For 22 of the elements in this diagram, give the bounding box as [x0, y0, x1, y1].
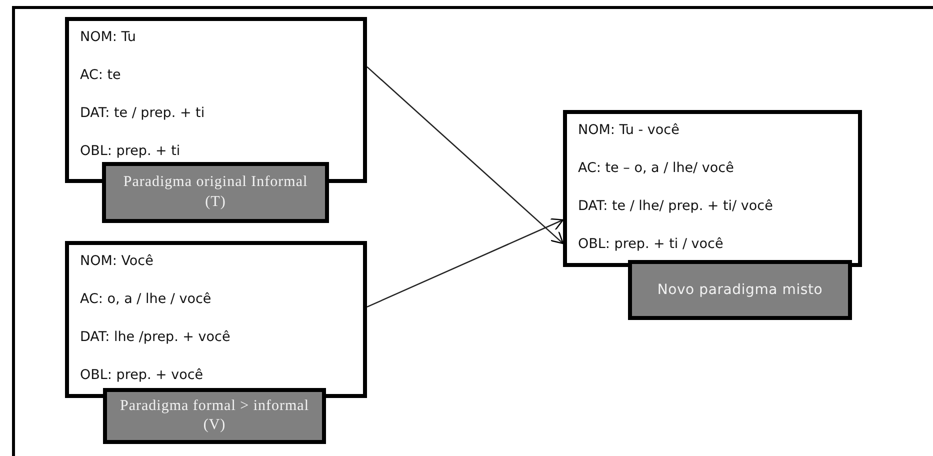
case-form-text: AC: o, a / lhe / você [80, 290, 212, 309]
case-form-text: OBL: prep. + ti [80, 142, 182, 161]
case-form-text: NOM: Tu - você [578, 121, 680, 140]
case-form-text: AC: te – o, a / lhe/ você [578, 159, 735, 178]
paradigm-label-box [628, 260, 852, 320]
paradigm-label: Novo paradigma misto [657, 280, 823, 300]
case-form-text: OBL: prep. + ti / você [578, 235, 724, 254]
arrow [366, 218, 564, 308]
paradigm-label: Paradigma formal > informal (V) [119, 396, 310, 435]
case-form-text: DAT: lhe /prep. + você [80, 328, 232, 347]
case-form-text: DAT: te / lhe/ prep. + ti/ você [578, 197, 774, 216]
pronoun-paradigm-box [65, 241, 367, 398]
case-form-text: NOM: Você [80, 252, 154, 271]
paradigm-label-box [103, 388, 326, 444]
case-form-text: NOM: Tu [80, 28, 137, 47]
paradigm-label-box [102, 162, 329, 223]
arrow [366, 66, 564, 244]
case-form-text: OBL: prep. + você [80, 366, 204, 385]
case-form-text: AC: te [80, 66, 122, 85]
case-form-text: DAT: te / prep. + ti [80, 104, 206, 123]
pronoun-paradigm-box [563, 110, 862, 267]
paradigm-label: Paradigma original Informal (T) [122, 173, 309, 212]
